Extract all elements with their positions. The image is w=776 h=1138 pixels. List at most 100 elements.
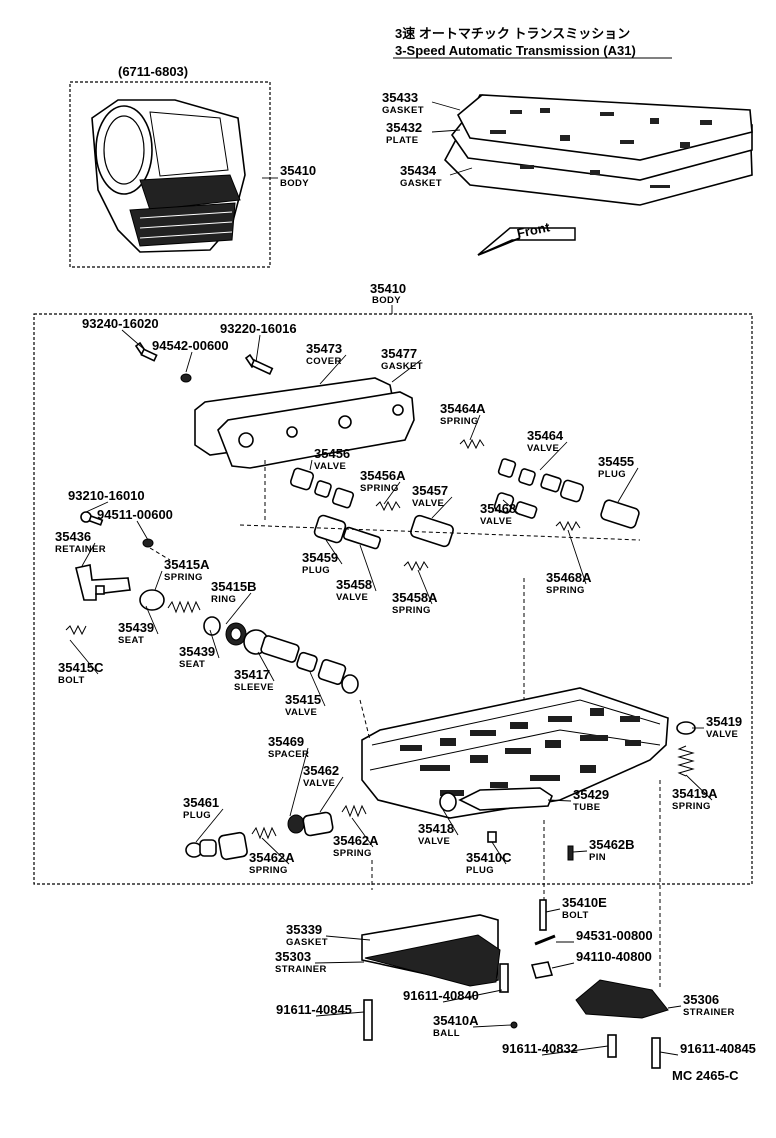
inset-part-name: BODY xyxy=(280,178,309,189)
part-number: 35415C xyxy=(58,660,104,675)
part-number: 35410C xyxy=(466,850,512,865)
callout-layer: 93240-16020 94542-00600 93220-16016 35473CO… xyxy=(55,316,756,1056)
part-name: SPRING xyxy=(672,801,711,812)
svg-text:35432: 35432 xyxy=(386,120,422,135)
diagram-title: 3速 オートマチック トランスミッション 3-Speed Automatic T… xyxy=(393,26,672,59)
part-number: 94110-40800 xyxy=(576,949,652,964)
callout-p91611_40832: 91611-40832 xyxy=(502,1041,609,1056)
part-number: 91611-40845 xyxy=(680,1041,756,1056)
part-number: 35464 xyxy=(527,428,564,443)
inset-transmission: (6711-6803) 35410 BODY xyxy=(69,64,316,268)
part-number: 35468A xyxy=(546,570,592,585)
part-name: BALL xyxy=(433,1028,460,1039)
part-name: SPRING xyxy=(249,865,288,876)
part-number: 91611-40845 xyxy=(276,1002,352,1017)
part-number: 35458A xyxy=(392,590,438,605)
svg-text:35434: 35434 xyxy=(400,163,437,178)
callout-p93220: 93220-16016 xyxy=(220,321,297,363)
part-name: VALVE xyxy=(412,498,444,509)
part-name: STRAINER xyxy=(683,1007,735,1018)
part-name: RETAINER xyxy=(55,544,106,555)
part-name: SPRING xyxy=(546,585,585,596)
callout-p35434: 35434 GASKET xyxy=(400,163,473,189)
part-name: STRAINER xyxy=(275,964,327,975)
body-group-number: 35410 xyxy=(370,281,406,296)
title-jp: 3速 オートマチック トランスミッション xyxy=(395,26,630,41)
part-number: 35462A xyxy=(333,833,379,848)
part-number: 35306 xyxy=(683,992,719,1007)
part-number: 94542-00600 xyxy=(152,338,229,353)
callout-p93240: 93240-16020 xyxy=(82,316,159,351)
part-number: 94531-00800 xyxy=(576,928,653,943)
part-name: PLUG xyxy=(183,810,211,821)
part-name: SPACER xyxy=(268,749,309,760)
part-number: 35415B xyxy=(211,579,257,594)
part-number: 93240-16020 xyxy=(82,316,159,331)
part-number: 93210-16010 xyxy=(68,488,145,503)
part-number: 35468 xyxy=(480,501,516,516)
part-number: 35439 xyxy=(179,644,215,659)
part-name: SPRING xyxy=(333,848,372,859)
part-name: PLUG xyxy=(598,469,626,480)
part-number: 35429 xyxy=(573,787,609,802)
part-number: 35436 xyxy=(55,529,91,544)
callout-p91611_40840: 91611-40840 xyxy=(403,988,503,1003)
front-label: Front xyxy=(516,219,552,241)
callout-p91611_40845a: 91611-40845 xyxy=(276,1002,365,1017)
part-name: BOLT xyxy=(562,910,589,921)
body-group: 35410 BODY xyxy=(33,281,753,885)
valve-components-upper xyxy=(289,438,640,572)
part-name: GASKET xyxy=(286,937,328,948)
callout-p94110: 94110-40800 xyxy=(551,949,652,969)
part-number: 35439 xyxy=(118,620,154,635)
title-en: 3-Speed Automatic Transmission (A31) xyxy=(395,43,636,58)
part-number: 35456 xyxy=(314,446,350,461)
part-number: 93220-16016 xyxy=(220,321,297,336)
inset-part-number: 35410 xyxy=(280,163,316,178)
bolt-illustrations xyxy=(80,341,274,548)
callout-p94531: 94531-00800 xyxy=(556,928,653,943)
part-number: 35419 xyxy=(706,714,742,729)
part-number: 35462A xyxy=(249,850,295,865)
callout-p94542: 94542-00600 xyxy=(152,338,229,373)
part-name: VALVE xyxy=(418,836,450,847)
upper-plate-stack xyxy=(444,94,753,206)
body-group-name: BODY xyxy=(372,295,401,306)
transmission-body-illustration xyxy=(91,99,246,253)
part-number: 35417 xyxy=(234,667,270,682)
callout-p35432: 35432 PLATE xyxy=(386,120,461,146)
svg-text:GASKET: GASKET xyxy=(400,178,442,189)
bottom-parts-illustration xyxy=(361,899,669,1069)
assembly-guides xyxy=(149,460,661,990)
part-name: VALVE xyxy=(527,443,559,454)
part-name: SEAT xyxy=(118,635,144,646)
part-number: 35455 xyxy=(598,454,634,469)
part-number: 35303 xyxy=(275,949,311,964)
part-number: 35462B xyxy=(589,837,635,852)
part-number: 35473 xyxy=(306,341,342,356)
part-number: 35469 xyxy=(268,734,304,749)
part-name: PLUG xyxy=(466,865,494,876)
